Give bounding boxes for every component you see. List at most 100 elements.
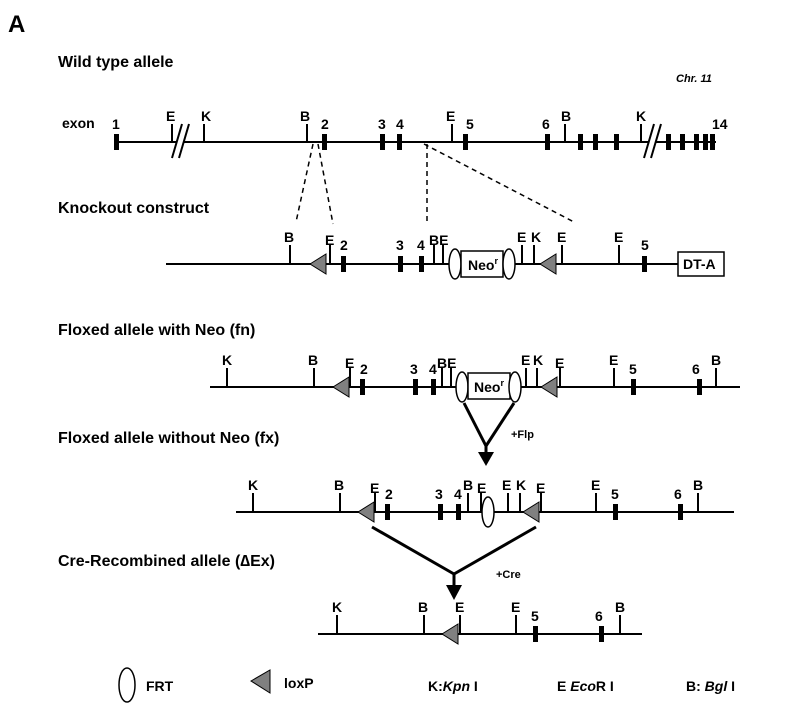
fn-frt-2 [508, 371, 522, 403]
fx-exon-num-4: 4 [454, 486, 462, 502]
knockout-construct: 2 3 4 5 B E BE Neor E K E E DT-A [166, 229, 725, 280]
ko-site-B1: B [284, 229, 294, 245]
ko-exon-5 [642, 256, 647, 272]
wt-break-2 [648, 134, 656, 150]
fx-exon-2 [385, 504, 390, 520]
wild-type-allele: exon 1 2 3 4 5 6 14 E K B [62, 108, 728, 159]
fn-exon-4 [431, 379, 436, 395]
legend-frt-icon [118, 667, 136, 703]
wt-exon-11 [680, 134, 685, 150]
fn-exon-num-3: 3 [410, 361, 418, 377]
ko-loxp-1 [309, 253, 327, 275]
ko-site-E1: E [325, 232, 334, 248]
ko-exon-num-5: 5 [641, 237, 649, 253]
dex-loxp [441, 623, 459, 645]
ko-frt-2 [502, 248, 516, 280]
fx-exon-num-3: 3 [435, 486, 443, 502]
fx-site-E3: E [502, 477, 511, 493]
chromosome-label: Chr. 11 [676, 73, 712, 85]
fx-frt [481, 496, 495, 528]
dex-site-K: K [332, 599, 342, 615]
heading-cre-recombined: Cre-Recombined allele (∆Ex) [58, 553, 275, 570]
ko-site-BE: BE [429, 232, 448, 248]
wt-exon-14 [710, 134, 715, 150]
wt-exon-1 [114, 134, 119, 150]
fx-site-E4: E [536, 480, 545, 496]
legend-eco: E EcoR I [557, 678, 614, 694]
wt-exon-12 [694, 134, 699, 150]
floxed-neo-allele: K B E 2 3 4 BE Neor E K E E 5 6 B [210, 352, 740, 403]
homology-arm-projections [295, 143, 575, 225]
dex-exon-5 [533, 626, 538, 642]
legend-frt-label: FRT [146, 678, 174, 694]
cre-arrow: +Cre [371, 525, 537, 600]
wt-break-1 [176, 134, 184, 150]
fn-site-K2: K [533, 352, 543, 368]
fx-site-K2: K [516, 477, 526, 493]
fn-exon-num-4: 4 [429, 361, 437, 377]
dex-exon-6 [599, 626, 604, 642]
dex-site-E2: E [511, 599, 520, 615]
fn-site-E3: E [555, 355, 564, 371]
wt-exon-num-14: 14 [712, 116, 728, 132]
wt-exon-13 [703, 134, 708, 150]
fn-exon-num-6: 6 [692, 361, 700, 377]
wt-exon-num-3: 3 [378, 116, 386, 132]
panel-label: A [8, 11, 25, 38]
exon-word-label: exon [62, 115, 95, 131]
ko-neo-box [460, 250, 504, 278]
fx-exon-num-5: 5 [611, 486, 619, 502]
dex-site-E1: E [455, 599, 464, 615]
legend-kpn: K:Kpn I [428, 678, 478, 694]
dex-exon-num-5: 5 [531, 608, 539, 624]
ko-loxp-2 [539, 253, 557, 275]
fn-exon-num-2: 2 [360, 361, 368, 377]
fn-site-E2: E [521, 352, 530, 368]
wt-site-E1: E [166, 108, 175, 124]
ko-site-K: K [531, 229, 541, 245]
ko-exon-num-2: 2 [340, 237, 348, 253]
wt-exon-num-1: 1 [112, 116, 120, 132]
legend-loxp-icon [250, 669, 271, 694]
ko-frt-1 [448, 248, 462, 280]
fn-exon-5 [631, 379, 636, 395]
ko-exon-2 [341, 256, 346, 272]
fn-site-BE: BE [437, 355, 456, 371]
fn-neo-box [467, 372, 511, 400]
wt-site-B2: B [561, 108, 571, 124]
fx-site-B2: B [463, 477, 473, 493]
flp-label: +Flp [511, 429, 534, 441]
ko-dta-box [677, 251, 725, 277]
heading-floxed-no-neo: Floxed allele without Neo (fx) [58, 430, 279, 447]
fn-exon-num-5: 5 [629, 361, 637, 377]
ko-exon-num-4: 4 [417, 237, 425, 253]
wt-exon-num-5: 5 [466, 116, 474, 132]
dex-site-B1: B [418, 599, 428, 615]
wt-exon-num-2: 2 [321, 116, 329, 132]
fx-exon-num-6: 6 [674, 486, 682, 502]
heading-floxed-neo: Floxed allele with Neo (fn) [58, 322, 255, 339]
wt-site-K1: K [201, 108, 211, 124]
fx-site-E5: E [591, 477, 600, 493]
fn-exon-2 [360, 379, 365, 395]
ko-site-E2: E [517, 229, 526, 245]
dex-site-B2: B [615, 599, 625, 615]
ko-exon-num-3: 3 [396, 237, 404, 253]
fn-site-K1: K [222, 352, 232, 368]
fn-loxp-1 [332, 376, 350, 398]
wt-exon-2 [322, 134, 327, 150]
fx-site-B1: B [334, 477, 344, 493]
ko-site-E4: E [614, 229, 623, 245]
fn-exon-6 [697, 379, 702, 395]
fn-site-B1: B [308, 352, 318, 368]
fx-exon-4 [456, 504, 461, 520]
wt-exon-10 [666, 134, 671, 150]
wt-exon-num-6: 6 [542, 116, 550, 132]
fx-exon-5 [613, 504, 618, 520]
wt-site-B1: B [300, 108, 310, 124]
cre-label: +Cre [496, 569, 521, 581]
wt-site-E2: E [446, 108, 455, 124]
ko-dta-label: DT-A [683, 256, 716, 272]
fx-loxp-2 [522, 501, 540, 523]
